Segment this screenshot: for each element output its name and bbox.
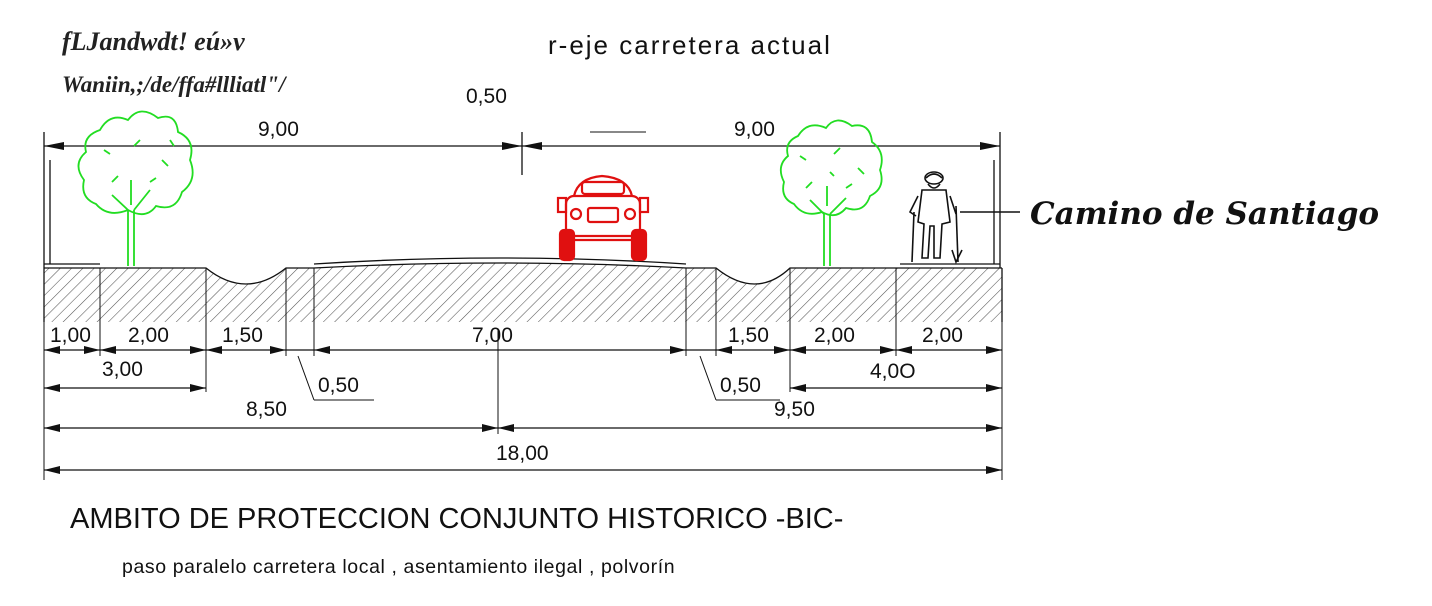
camino-label: Camino de Santiago: [1030, 196, 1379, 232]
ground-profile-line: [44, 262, 1002, 285]
dimension-row-1: [44, 346, 1002, 354]
dim-top-right: 9,00: [734, 118, 775, 141]
dim-0-50-left: 0,50: [318, 374, 359, 397]
garbled-heading-line-2: Waniin,;/de/ffa#llliatl"/: [62, 72, 288, 97]
dim-2-00-right: 2,00: [922, 324, 963, 347]
dim-9-50: 9,50: [774, 398, 815, 421]
tree-left-icon: [77, 110, 194, 266]
left-boundary-wall: [43, 160, 100, 268]
dim-4-00: 4,0O: [870, 360, 916, 383]
dim-18-00: 18,00: [496, 442, 549, 465]
extension-lines: [43, 268, 1003, 480]
dimension-row-3: [44, 424, 1002, 432]
garbled-heading-line-1: fLJandwdt! eú»v: [62, 27, 245, 56]
tree-right-icon: [779, 119, 883, 266]
ground-section-hatch: [44, 263, 1002, 322]
dim-1-00: 1,00: [50, 324, 91, 347]
dim-2-00-left: 2,00: [128, 324, 169, 347]
right-boundary-wall: [900, 160, 1001, 268]
road-surface: [313, 257, 687, 265]
car-icon: [556, 174, 650, 262]
dim-1-50-right: 1,50: [728, 324, 769, 347]
road-axis-label: r-eje carretera actual: [548, 30, 832, 60]
footer-title: AMBITO DE PROTECCION CONJUNTO HISTORICO …: [70, 503, 843, 535]
dim-2-00-mid: 2,00: [814, 324, 855, 347]
dim-8-50: 8,50: [246, 398, 287, 421]
pilgrim-icon: [908, 171, 1020, 265]
dimension-row-2: [44, 355, 1002, 401]
dim-0-50-right: 0,50: [720, 374, 761, 397]
top-dimension-line: [43, 132, 1001, 175]
dim-top-left: 9,00: [258, 118, 299, 141]
dimension-row-4: [44, 466, 1002, 474]
dim-1-50-left: 1,50: [222, 324, 263, 347]
dim-7-00: 7,00: [472, 324, 513, 347]
dim-3-00: 3,00: [102, 358, 143, 381]
footer-subtitle: paso paralelo carretera local , asentami…: [122, 556, 675, 578]
axis-offset-label: 0,50: [466, 85, 507, 108]
